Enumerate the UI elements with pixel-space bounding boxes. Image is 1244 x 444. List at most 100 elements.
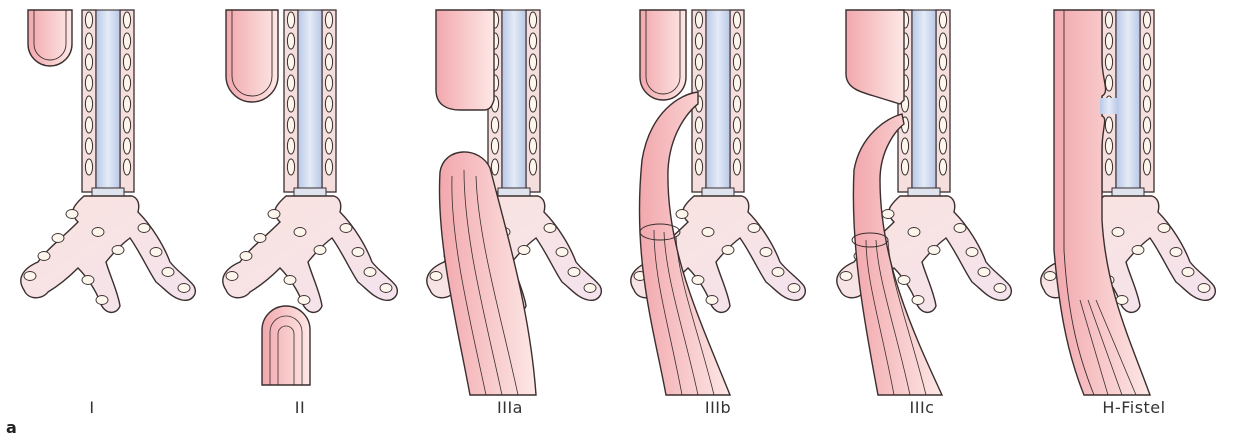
bronchus-cartilage [994,284,1006,293]
bronchus-cartilage [912,296,924,305]
cartilage-ring [1105,159,1112,175]
bronchus-cartilage [314,246,326,255]
trachea-lumen [912,10,936,192]
bronchus-cartilage [226,272,238,281]
bronchus-cartilage [96,296,108,305]
cartilage-ring [529,75,536,91]
cartilage-ring [287,159,294,175]
cartilage-ring [85,54,92,70]
trachea-lumen [96,10,120,192]
cartilage-ring [733,138,740,154]
figure-letter: a [6,418,17,437]
cartilage-ring [325,159,332,175]
cartilage-ring [123,54,130,70]
bronchus-cartilage [1116,296,1128,305]
cartilage-ring [939,33,946,49]
cartilage-ring [1143,54,1150,70]
cartilage-ring [325,75,332,91]
bronchus-cartilage [692,276,704,285]
panel-5 [837,10,1011,395]
bronchus-cartilage [1170,248,1182,257]
carina-band [92,188,124,196]
cartilage-ring [287,75,294,91]
trachea-lumen [706,10,730,192]
cartilage-ring [529,54,536,70]
bronchus-cartilage [908,228,920,237]
bronchus-cartilage [1198,284,1210,293]
bronchus-cartilage [284,276,296,285]
cartilage-ring [733,117,740,133]
cartilage-ring [695,138,702,154]
cartilage-ring [325,12,332,28]
bronchus-cartilage [294,228,306,237]
panel-label-4: IIIb [705,398,731,417]
cartilage-ring [325,96,332,112]
cartilage-ring [939,75,946,91]
bronchus-cartilage [340,224,352,233]
bronchus-cartilage [298,296,310,305]
bronchus-cartilage [82,276,94,285]
upper-esophageal-pouch [436,10,494,110]
cartilage-ring [529,159,536,175]
cartilage-ring [85,138,92,154]
upper-esophageal-pouch [640,10,686,100]
bronchus-cartilage [568,268,580,277]
cartilage-ring [287,54,294,70]
bronchus-cartilage [380,284,392,293]
bronchus-cartilage [760,248,772,257]
cartilage-ring [325,138,332,154]
cartilage-ring [85,159,92,175]
cartilage-ring [1105,54,1112,70]
cartilage-ring [529,96,536,112]
cartilage-ring [1143,96,1150,112]
carina-band [294,188,326,196]
cartilage-ring [491,117,498,133]
panel-1 [21,10,195,312]
cartilage-ring [1105,117,1112,133]
cartilage-ring [325,33,332,49]
cartilage-ring [529,12,536,28]
cartilage-ring [287,138,294,154]
cartilage-ring [733,33,740,49]
upper-esophageal-pouch [846,10,904,104]
bronchus-cartilage [954,224,966,233]
bronchus-cartilage [138,224,150,233]
cartilage-ring [733,159,740,175]
cartilage-ring [85,75,92,91]
bronchus-cartilage [112,246,124,255]
cartilage-ring [733,75,740,91]
cartilage-ring [123,12,130,28]
carina-band [908,188,940,196]
bronchus-cartilage [702,228,714,237]
bronchus-cartilage [162,268,174,277]
cartilage-ring [939,159,946,175]
cartilage-ring [695,117,702,133]
trachea-lumen [298,10,322,192]
bronchus-cartilage [898,276,910,285]
upper-esophageal-pouch [28,10,72,66]
panel-label-5: IIIc [910,398,935,417]
bronchus-cartilage [150,248,162,257]
cartilage-ring [939,54,946,70]
cartilage-ring [733,12,740,28]
panel-3 [427,10,601,395]
cartilage-ring [1105,33,1112,49]
panel-label-2: II [295,398,305,417]
cartilage-ring [1143,75,1150,91]
bronchus-cartilage [352,248,364,257]
bronchus-cartilage [966,248,978,257]
bronchus-cartilage [706,296,718,305]
h-fistula-channel [1100,98,1118,114]
panel-label-6: H-Fistel [1102,398,1165,417]
cartilage-ring [733,54,740,70]
cartilage-ring [1105,138,1112,154]
bronchus-cartilage [430,272,442,281]
bronchus-cartilage [748,224,760,233]
cartilage-ring [939,138,946,154]
bronchus-cartilage [24,272,36,281]
bronchus-cartilage [722,246,734,255]
cartilage-ring [1143,12,1150,28]
bronchus-cartilage [676,210,688,219]
bronchus-cartilage [788,284,800,293]
